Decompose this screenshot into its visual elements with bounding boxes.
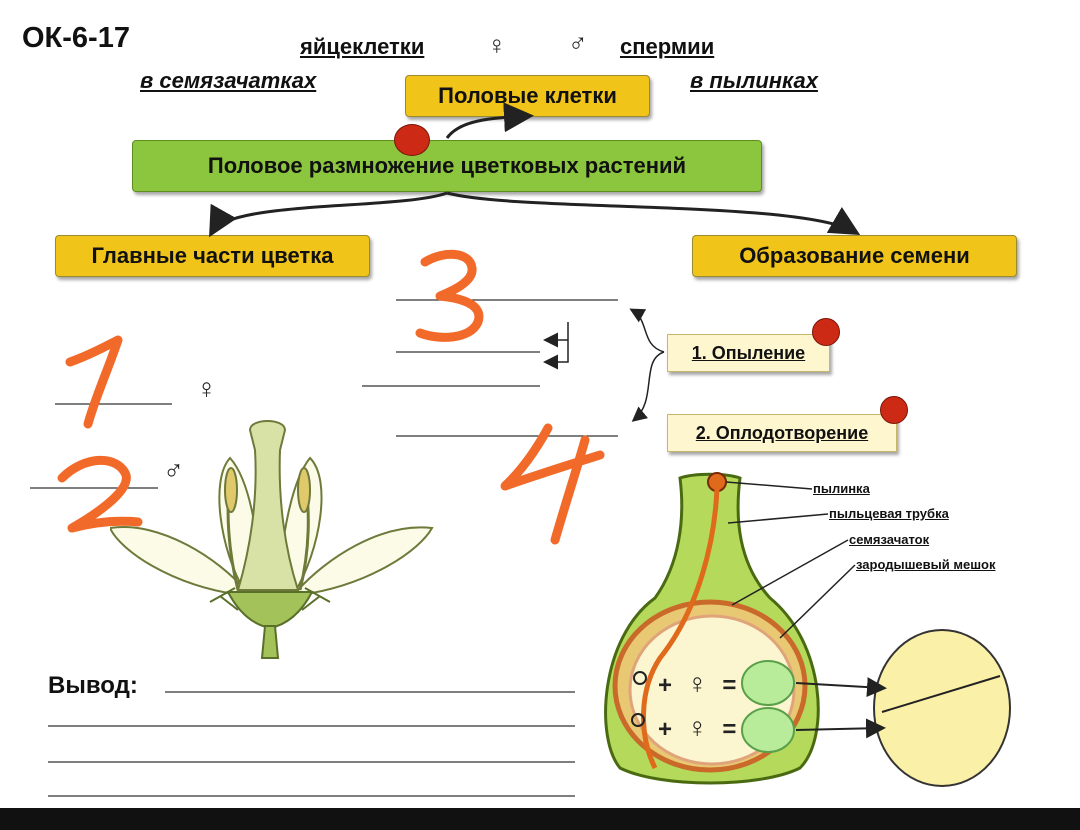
bracket-arrow-down: [631, 351, 665, 422]
bottom-bar: [0, 808, 1080, 830]
bracket-line: [543, 322, 569, 370]
fertilization-red-dot: [880, 396, 908, 424]
female-symbol-icon: ♀: [686, 712, 708, 743]
flower-illustration: [110, 420, 434, 659]
pollination-red-dot: [812, 318, 840, 346]
label-pollen-grain: пылинка: [813, 481, 870, 496]
leader-ovule: [731, 539, 849, 606]
sperm-2: [631, 713, 645, 727]
egg-cells-label: яйцеклетки: [300, 34, 425, 59]
seed-divider: [881, 675, 1001, 713]
arrow-to-sex-cells: [445, 102, 534, 139]
flower-male-symbol-icon: ♂: [163, 455, 184, 486]
conclusion-label: Вывод:: [48, 672, 138, 699]
pistil: [236, 420, 300, 591]
flower-female-symbol-icon: ♀: [196, 373, 217, 404]
arrow-zygote-to-seed: [795, 677, 887, 698]
arrow-to-flower-parts: [209, 191, 448, 238]
leader-embryo-sac: [779, 564, 856, 639]
sperm-label: спермии: [620, 34, 715, 59]
label-pollen-tube: пыльцевая трубка: [829, 506, 949, 521]
leader-pollen: [725, 481, 813, 490]
plus-sign: +: [658, 716, 673, 743]
handwritten-3: [415, 249, 484, 342]
label-ovule: семязачаток: [849, 532, 930, 547]
red-marker-dot: [394, 124, 430, 156]
pollination-label: 1. Опыление: [691, 342, 806, 363]
anther-right: [297, 467, 311, 513]
equation-row-2: + ♀ =: [658, 712, 736, 744]
pollen-tube: [641, 487, 720, 770]
pollination-box: 1. Опыление: [667, 334, 830, 372]
handwritten-1: [65, 335, 123, 429]
equation-row-1: + ♀ =: [658, 668, 736, 700]
arrow-endosperm-to-seed: [795, 718, 886, 739]
label-embryo-sac: зародышевый мешок: [856, 557, 996, 572]
fertilization-box: 2. Оплодотворение: [667, 414, 897, 452]
petal-right: [296, 526, 434, 597]
equals-sign: =: [722, 672, 737, 699]
female-symbol-icon: ♀: [686, 668, 708, 699]
seed-formation-box: Образование семени: [692, 235, 1017, 277]
main-topic-box: Половое размножение цветковых растений: [132, 140, 762, 192]
fertilization-label: 2. Оплодотворение: [695, 422, 869, 443]
plus-sign: +: [658, 672, 673, 699]
leader-tube: [727, 513, 829, 524]
handwritten-2: [57, 455, 143, 533]
anther-left: [224, 467, 238, 513]
male-symbol-icon: ♂: [568, 28, 588, 58]
equals-sign: =: [722, 716, 737, 743]
endosperm-cell: [741, 707, 795, 753]
fertilization-diagram: [604, 472, 1011, 787]
flower-parts-box: Главные части цветка: [55, 235, 370, 277]
female-symbol-icon: ♀: [487, 30, 507, 60]
bracket-arrow-up: [629, 308, 665, 353]
in-ovules-label: в семязачатках: [140, 68, 317, 93]
zygote-cell: [741, 660, 795, 706]
stem: [260, 625, 280, 659]
sheet-code: ОК-6-17: [22, 22, 130, 54]
petal-left: [110, 525, 247, 597]
handwritten-4: [500, 423, 605, 545]
seed-outline: [873, 629, 1011, 787]
sperm-1: [633, 671, 647, 685]
arrow-to-seed-formation: [446, 191, 861, 236]
in-pollen-label: в пылинках: [690, 68, 818, 93]
